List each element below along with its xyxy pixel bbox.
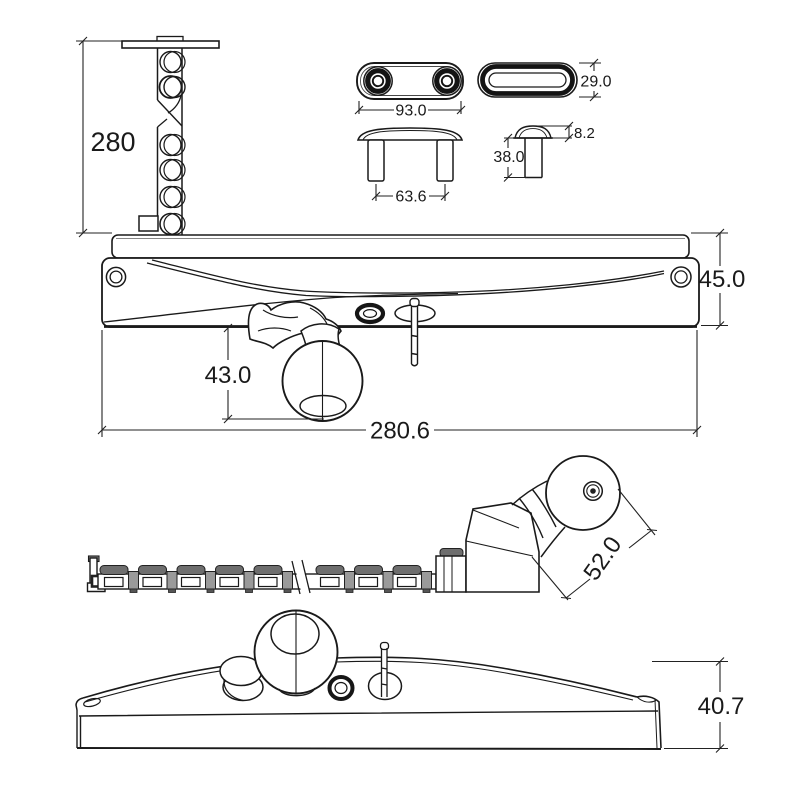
winder-profile-view: 40.7 <box>75 609 745 753</box>
dim-pin-length: 38.0 <box>493 133 527 182</box>
chain-twist-line2 <box>157 118 168 128</box>
dim-280-6-label: 280.6 <box>370 418 430 445</box>
chain-top-plate <box>121 40 220 49</box>
dim-chain-drop: 280 <box>76 36 136 238</box>
dim-280-label: 280 <box>90 127 135 157</box>
part-pronged-cap: 63.6 <box>356 127 464 206</box>
part-grommet-plate: 93.0 <box>354 62 466 120</box>
body-contour-lines <box>103 259 665 323</box>
joint-ball <box>545 455 621 531</box>
dim-knob-drop: 43.0 <box>205 323 324 424</box>
locking-pin-slot <box>394 297 436 367</box>
dim-prong-spacing: 63.6 <box>371 184 450 206</box>
dim-93-label: 93.0 <box>395 103 426 120</box>
dim-profile-height: 40.7 <box>652 657 745 753</box>
chain-bottom-block <box>138 215 159 232</box>
winder-side-view: 45.0 43.0 280.6 <box>97 228 746 445</box>
dim-body-height: 45.0 <box>691 228 746 330</box>
part-oval-ring: 29.0 <box>477 58 612 102</box>
profile-collar <box>219 655 264 702</box>
dim-38-label: 38.0 <box>493 149 524 166</box>
part-pin: 38.0 8.2 <box>493 121 595 182</box>
dim-63-6-label: 63.6 <box>395 189 426 206</box>
oval-hole <box>354 302 386 325</box>
cap-left-prong <box>367 139 385 182</box>
dim-45-label: 45.0 <box>699 266 746 293</box>
chain-humps <box>99 565 422 575</box>
dim-pin-cap-height: 8.2 <box>536 121 595 143</box>
chain-windows <box>103 576 417 588</box>
chain-rollers <box>158 50 186 236</box>
chain-twist-line <box>156 99 183 127</box>
cap-right-prong <box>436 139 454 182</box>
dim-43-label: 43.0 <box>205 362 252 389</box>
screw-hole-left <box>105 266 127 288</box>
profile-ball-knob <box>253 609 339 697</box>
dim-body-length: 280.6 <box>97 330 702 445</box>
folding-handle <box>247 301 364 422</box>
grommet-left <box>363 66 393 96</box>
chain-feet <box>129 588 431 593</box>
ball-joint <box>511 455 621 558</box>
chain-twist-hook <box>167 94 182 114</box>
dim-40-7-label: 40.7 <box>698 693 745 720</box>
chain-arm-assembly: 52.0 <box>86 455 658 601</box>
profile-pin <box>367 641 403 701</box>
vertical-chain-assembly <box>121 35 220 236</box>
profile-ring-hole <box>327 675 355 701</box>
dim-52-label: 52.0 <box>578 532 627 586</box>
dim-8-2-label: 8.2 <box>574 125 595 142</box>
chain-break <box>291 559 311 595</box>
joint-housing <box>435 502 540 593</box>
tip-slot <box>83 697 101 708</box>
dim-plate-width: 93.0 <box>354 101 466 120</box>
screw-hole-right <box>670 266 692 288</box>
grommet-right <box>432 66 462 96</box>
dim-29-label: 29.0 <box>580 74 611 91</box>
chain-pin-plates <box>128 571 432 590</box>
dim-oval-height: 29.0 <box>579 58 612 102</box>
